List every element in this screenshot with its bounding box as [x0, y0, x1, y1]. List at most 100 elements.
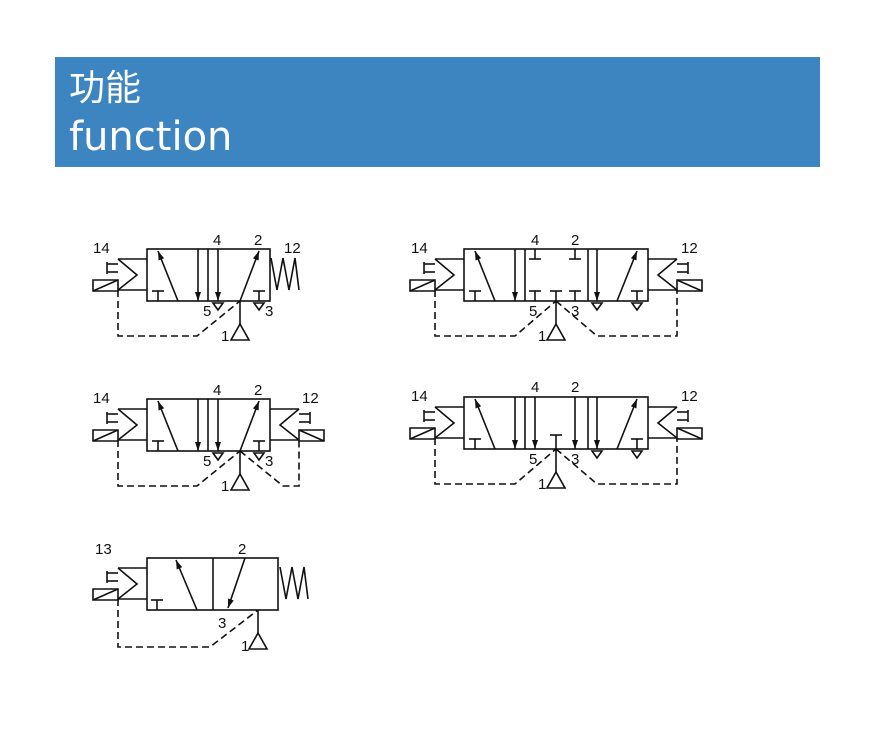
- arrowhead-icon: [512, 292, 518, 301]
- pilot-triangle-icon: [656, 406, 678, 439]
- port-label-1: 1: [538, 476, 546, 493]
- pilot-air-dashed-line: [434, 290, 557, 337]
- port-label-1: 1: [241, 638, 249, 655]
- arrowhead-icon: [252, 401, 259, 411]
- symbol-5-3-closed-center: 14 4 2 12 5 3 1: [409, 232, 703, 345]
- title-chinese: 功能: [69, 68, 142, 109]
- port-label-3: 3: [265, 303, 273, 320]
- port-label-3: 3: [571, 303, 579, 320]
- port-label-3: 3: [265, 453, 273, 470]
- arrowhead-icon: [532, 440, 538, 449]
- solenoid-diagonal: [409, 279, 436, 292]
- port-label-12: 12: [284, 240, 301, 257]
- arrowhead-icon: [512, 440, 518, 449]
- exhaust-icon: [630, 302, 644, 312]
- solenoid-diagonal: [92, 429, 119, 442]
- supply-pressure-icon: [247, 631, 269, 650]
- pilot-air-dashed-line: [555, 438, 678, 485]
- pilot-triangle-icon: [434, 406, 456, 439]
- pilot-triangle-icon: [278, 408, 300, 441]
- arrowhead-icon: [572, 440, 578, 449]
- exhaust-icon: [252, 302, 266, 312]
- port-label-3: 3: [571, 451, 579, 468]
- solenoid-diagonal: [92, 588, 119, 601]
- port-label-5: 5: [203, 453, 211, 470]
- exhaust-icon: [590, 450, 604, 460]
- arrowhead-icon: [475, 251, 482, 261]
- exhaust-icon: [211, 452, 225, 462]
- pilot-air-dashed-line: [117, 290, 241, 337]
- symbol-5-3-pressure-center: 14 4 2 12 5 3 1: [409, 379, 703, 493]
- port-label-12: 12: [302, 390, 319, 407]
- pilot-triangle-icon: [117, 408, 139, 441]
- arrowhead-icon: [158, 251, 165, 261]
- pilot-air-dashed-line: [117, 599, 259, 648]
- exhaust-icon: [590, 302, 604, 312]
- port-label-1: 1: [221, 328, 229, 345]
- pilot-air-dashed-line: [239, 440, 300, 487]
- symbol-5-2-single-solenoid: 14 4 2 12 5 3 1: [92, 232, 301, 345]
- arrowhead-icon: [215, 292, 221, 301]
- arrowhead-icon: [228, 598, 234, 608]
- arrowhead-icon: [594, 292, 600, 301]
- pilot-air-dashed-line: [434, 438, 557, 485]
- port-label-5: 5: [203, 303, 211, 320]
- pilot-air-dashed-line: [117, 440, 241, 487]
- arrowhead-icon: [630, 251, 637, 261]
- port-label-13: 13: [95, 541, 112, 558]
- port-label-5: 5: [529, 303, 537, 320]
- spring-icon: [279, 566, 309, 600]
- arrowhead-icon: [475, 399, 482, 409]
- symbol-3-2-single-solenoid: 13 2 3 1: [92, 541, 309, 655]
- supply-pressure-icon: [545, 470, 567, 489]
- arrowhead-icon: [215, 442, 221, 451]
- solenoid-diagonal: [676, 427, 703, 440]
- port-label-1: 1: [221, 478, 229, 495]
- pilot-triangle-icon: [434, 258, 456, 291]
- port-label-4: 4: [213, 232, 221, 249]
- pilot-triangle-icon: [656, 258, 678, 291]
- arrowhead-icon: [158, 401, 165, 411]
- pilot-triangle-icon: [117, 258, 139, 291]
- pilot-triangle-icon: [117, 567, 139, 600]
- port-label-1: 1: [538, 328, 546, 345]
- solenoid-diagonal: [676, 279, 703, 292]
- port-label-14: 14: [93, 390, 110, 407]
- solenoid-diagonal: [298, 429, 325, 442]
- arrowhead-icon: [630, 399, 637, 409]
- port-label-2: 2: [238, 541, 246, 558]
- port-label-14: 14: [411, 240, 428, 257]
- flow-arrow-line: [175, 559, 198, 611]
- port-label-4: 4: [213, 382, 221, 399]
- port-label-12: 12: [681, 388, 698, 405]
- supply-pressure-icon: [229, 322, 251, 341]
- arrowhead-icon: [195, 442, 201, 451]
- supply-pressure-icon: [229, 472, 251, 491]
- spring-icon: [270, 257, 300, 291]
- port-label-14: 14: [411, 388, 428, 405]
- symbol-5-2-double-solenoid: 14 4 2 12 5 3 1: [92, 382, 325, 495]
- pilot-air-dashed-line: [555, 290, 678, 337]
- supply-pressure-icon: [545, 322, 567, 341]
- arrowhead-icon: [176, 560, 183, 570]
- port-label-12: 12: [681, 240, 698, 257]
- arrowhead-icon: [594, 440, 600, 449]
- header-banner: 功能 function: [55, 57, 820, 167]
- exhaust-icon: [252, 452, 266, 462]
- port-label-4: 4: [531, 379, 539, 396]
- solenoid-diagonal: [92, 279, 119, 292]
- port-label-2: 2: [571, 379, 579, 396]
- solenoid-diagonal: [409, 427, 436, 440]
- exhaust-icon: [630, 450, 644, 460]
- port-label-14: 14: [93, 240, 110, 257]
- port-label-2: 2: [254, 232, 262, 249]
- port-label-5: 5: [529, 451, 537, 468]
- title-english: function: [69, 114, 233, 160]
- exhaust-icon: [211, 302, 225, 312]
- port-label-4: 4: [531, 232, 539, 249]
- port-label-2: 2: [571, 232, 579, 249]
- arrowhead-icon: [195, 292, 201, 301]
- port-label-2: 2: [254, 382, 262, 399]
- arrowhead-icon: [252, 251, 259, 261]
